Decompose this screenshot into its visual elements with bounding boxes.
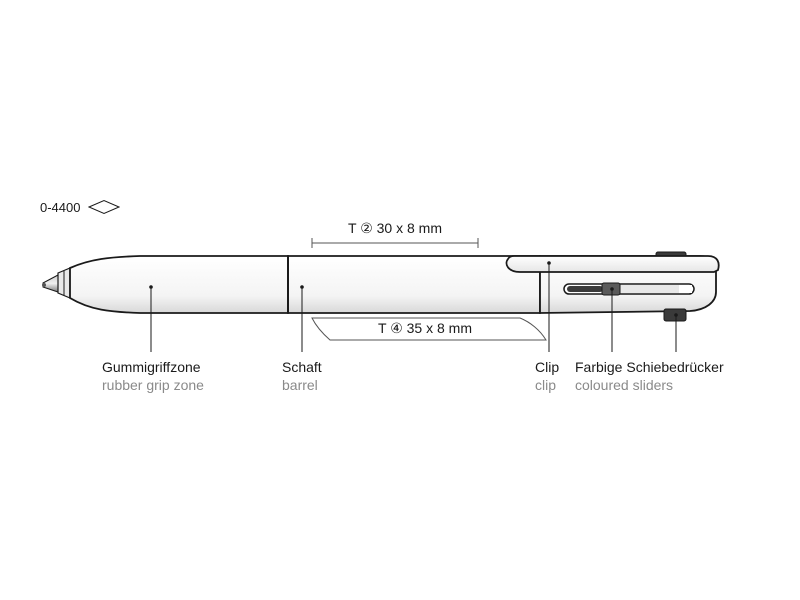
callout-leaders: [149, 261, 678, 352]
callout-barrel-en: barrel: [282, 377, 318, 393]
callout-clip-en: clip: [535, 377, 557, 393]
print-area-top-label: T ② 30 x 8 mm: [348, 220, 442, 236]
article-number: 0-4400: [40, 199, 81, 215]
callout-sliders-de: Farbige Schiebedrücker: [575, 359, 724, 375]
grip-section: [69, 255, 289, 314]
callout-sliders: Farbige Schiebedrücker coloured sliders: [575, 358, 724, 394]
callout-barrel-de: Schaft: [282, 359, 322, 375]
print-area-bottom: T ④ 35 x 8 mm: [311, 317, 547, 341]
slider-track: [563, 282, 695, 296]
diamond-outline-icon: [88, 199, 121, 215]
callout-grip: Gummigriffzone rubber grip zone: [102, 358, 204, 394]
callout-sliders-en: coloured sliders: [575, 377, 674, 393]
callout-clip: Clip clip: [535, 358, 559, 394]
print-area-top: T ② 30 x 8 mm: [311, 220, 479, 248]
clip-shape: [505, 255, 720, 273]
callout-clip-de: Clip: [535, 359, 560, 375]
barrel-section: [287, 255, 541, 314]
pen-tip: [42, 267, 71, 299]
callout-barrel: Schaft barrel: [282, 358, 322, 394]
article-header: 0-4400: [40, 199, 121, 215]
print-area-bottom-label: T ④ 35 x 8 mm: [378, 320, 472, 336]
callout-grip-de: Gummigriffzone: [102, 359, 201, 375]
callout-grip-en: rubber grip zone: [102, 377, 204, 393]
